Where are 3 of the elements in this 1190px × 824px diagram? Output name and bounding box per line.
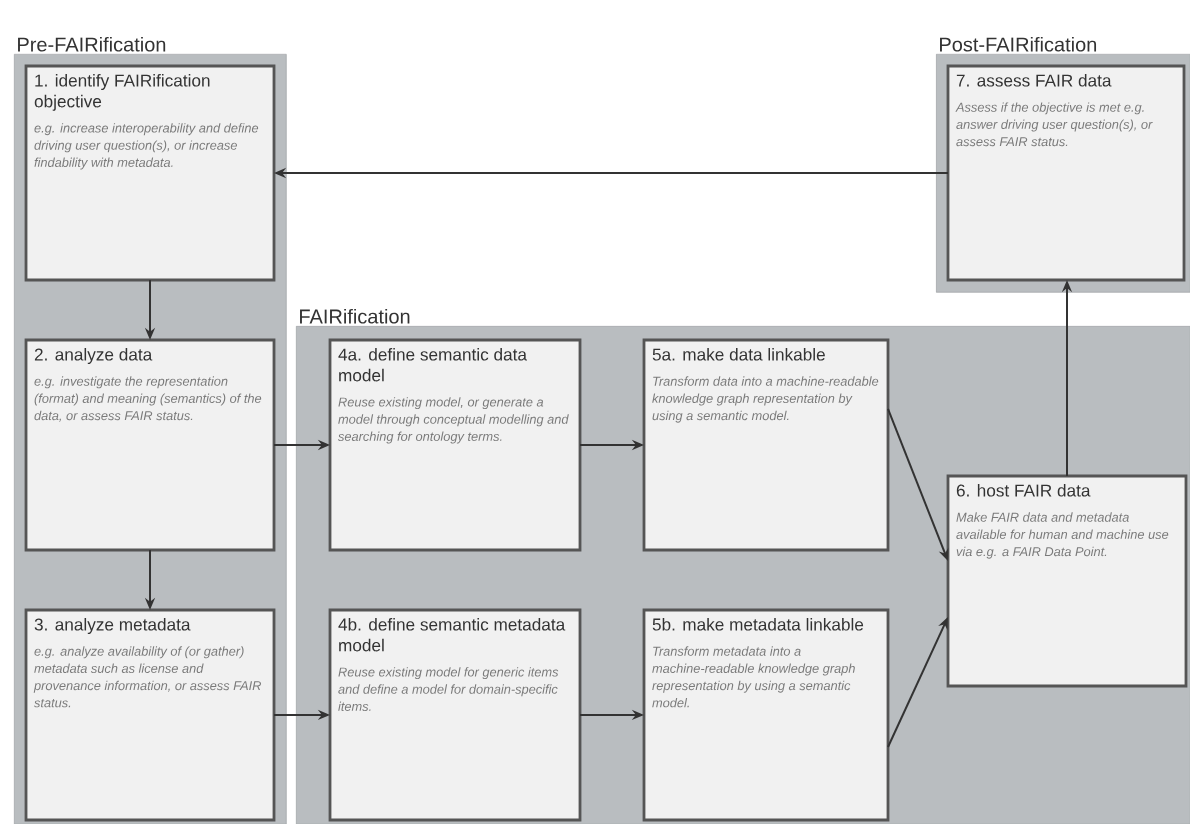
node-label: Post-FAIRification bbox=[940, 36, 1097, 52]
node-label: FAIRification bbox=[300, 308, 410, 324]
node-label: Pre-FAIRification bbox=[18, 36, 166, 52]
